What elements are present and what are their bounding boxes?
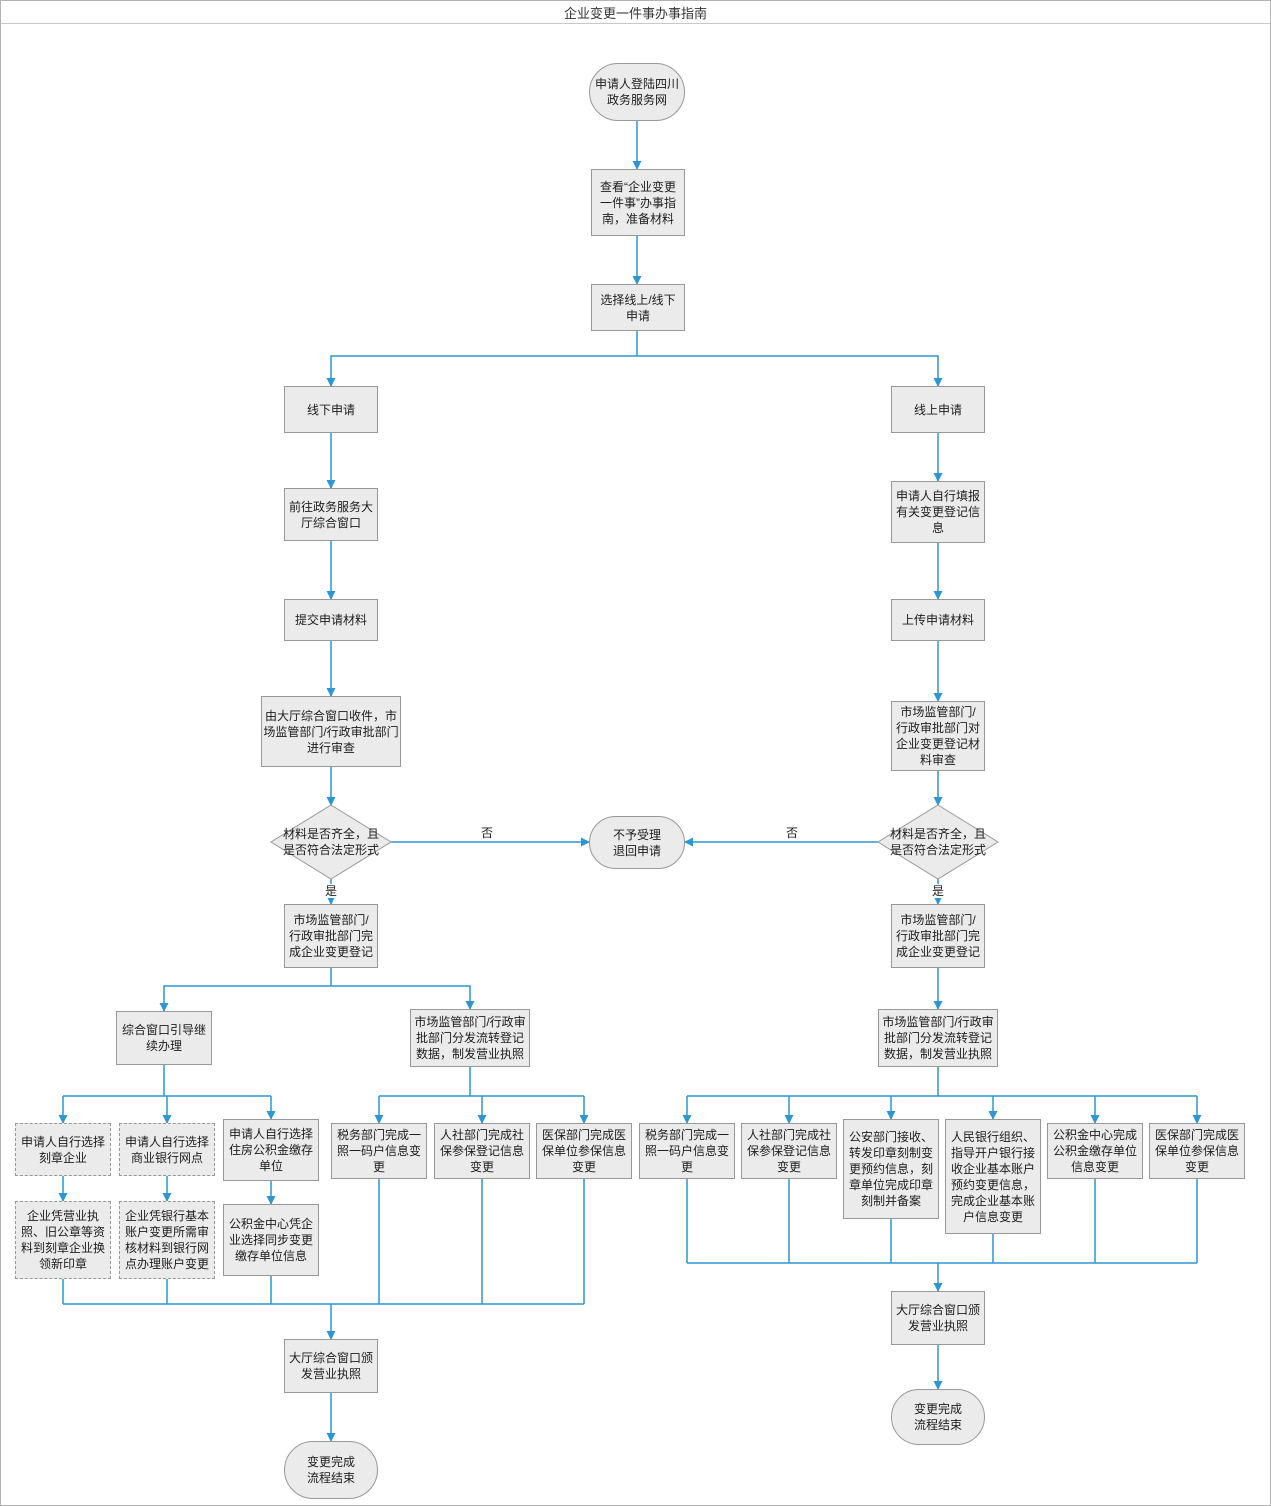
node-online-pboc-account-change: 人民银行组织、指导开户银行接收企业基本账户预约变更信息，完成企业基本账户信息变更 [945,1119,1041,1234]
node-online-review: 市场监管部门/行政审批部门对企业变更登记材料审查 [891,701,985,771]
node-offline-distribute-data: 市场监管部门/行政审批部门分发流转登记数据，制发营业执照 [410,1009,530,1067]
node-online-end: 变更完成流程结束 [891,1389,985,1445]
node-start: 申请人登陆四川政务服务网 [589,63,685,121]
node-prepare-materials: 查看“企业变更一件事”办事指南，准备材料 [591,169,685,236]
node-online-issue-license: 大厅综合窗口颁发营业执照 [891,1291,985,1345]
node-offline-window-review: 由大厅综合窗口收件，市场监管部门/行政审批部门进行审查 [261,696,401,767]
node-offline-apply: 线下申请 [284,386,378,433]
node-online-complete-registration: 市场监管部门/行政审批部门完成企业变更登记 [891,904,985,968]
node-online-apply: 线上申请 [891,386,985,433]
node-online-distribute-data: 市场监管部门/行政审批部门分发流转登记数据，制发营业执照 [878,1009,998,1067]
decision-online-materials-check: 材料是否齐全，且是否符合法定形式 [890,827,987,857]
node-offline-window-guide: 综合窗口引导继续办理 [116,1011,212,1065]
node-offline-choose-bank: 申请人自行选择商业银行网点 [119,1123,215,1176]
page-title: 企业变更一件事办事指南 [1,1,1270,24]
node-offline-social-insurance-change: 人社部门完成社保参保登记信息变更 [434,1123,530,1179]
node-offline-end: 变更完成流程结束 [284,1441,378,1499]
node-offline-seal-replace: 企业凭营业执照、旧公章等资料到刻章企业换领新印章 [15,1201,111,1279]
node-offline-issue-license: 大厅综合窗口颁发营业执照 [284,1339,378,1393]
node-online-fill-info: 申请人自行填报有关变更登记信息 [891,481,985,543]
node-offline-medical-insurance-change: 医保部门完成医保单位参保信息变更 [536,1123,632,1179]
node-online-medical-insurance-change: 医保部门完成医保单位参保信息变更 [1149,1123,1245,1179]
decision-offline-materials-check: 材料是否齐全，且是否符合法定形式 [283,827,380,857]
node-online-social-insurance-change: 人社部门完成社保参保登记信息变更 [741,1123,837,1179]
connector-lines [58,121,1202,1442]
label-no-online: 否 [786,826,799,840]
node-offline-tax-change: 税务部门完成一照一码户信息变更 [331,1123,427,1179]
node-online-fund-change: 公积金中心完成公积金缴存单位信息变更 [1047,1123,1143,1179]
node-offline-goto-hall: 前往政务服务大厅综合窗口 [284,488,378,541]
node-offline-bank-account-change: 企业凭银行基本账户变更所需审核材料到银行网点办理账户变更 [119,1201,215,1279]
node-offline-choose-seal-company: 申请人自行选择刻章企业 [15,1123,111,1176]
decision-diamond-offline [270,804,392,880]
node-offline-fund-sync-change: 公积金中心凭企业选择同步变更缴存单位信息 [223,1204,319,1276]
node-online-tax-change: 税务部门完成一照一码户信息变更 [639,1123,735,1179]
node-reject-return: 不予受理退回申请 [589,816,685,869]
decision-diamond-online [877,804,999,880]
node-offline-choose-fund-unit: 申请人自行选择住房公积金缴存单位 [223,1119,319,1181]
label-yes-online: 是 [930,884,947,898]
node-online-police-seal-change: 公安部门接收、转发印章刻制变更预约信息，刻章单位完成印章刻制并备案 [843,1119,939,1219]
node-offline-submit-materials: 提交申请材料 [284,599,378,641]
node-choose-channel: 选择线上/线下申请 [591,284,685,331]
node-offline-complete-registration: 市场监管部门/行政审批部门完成企业变更登记 [284,904,378,968]
node-online-upload-materials: 上传申请材料 [891,599,985,641]
label-no-offline: 否 [481,826,494,840]
label-yes-offline: 是 [323,884,340,898]
